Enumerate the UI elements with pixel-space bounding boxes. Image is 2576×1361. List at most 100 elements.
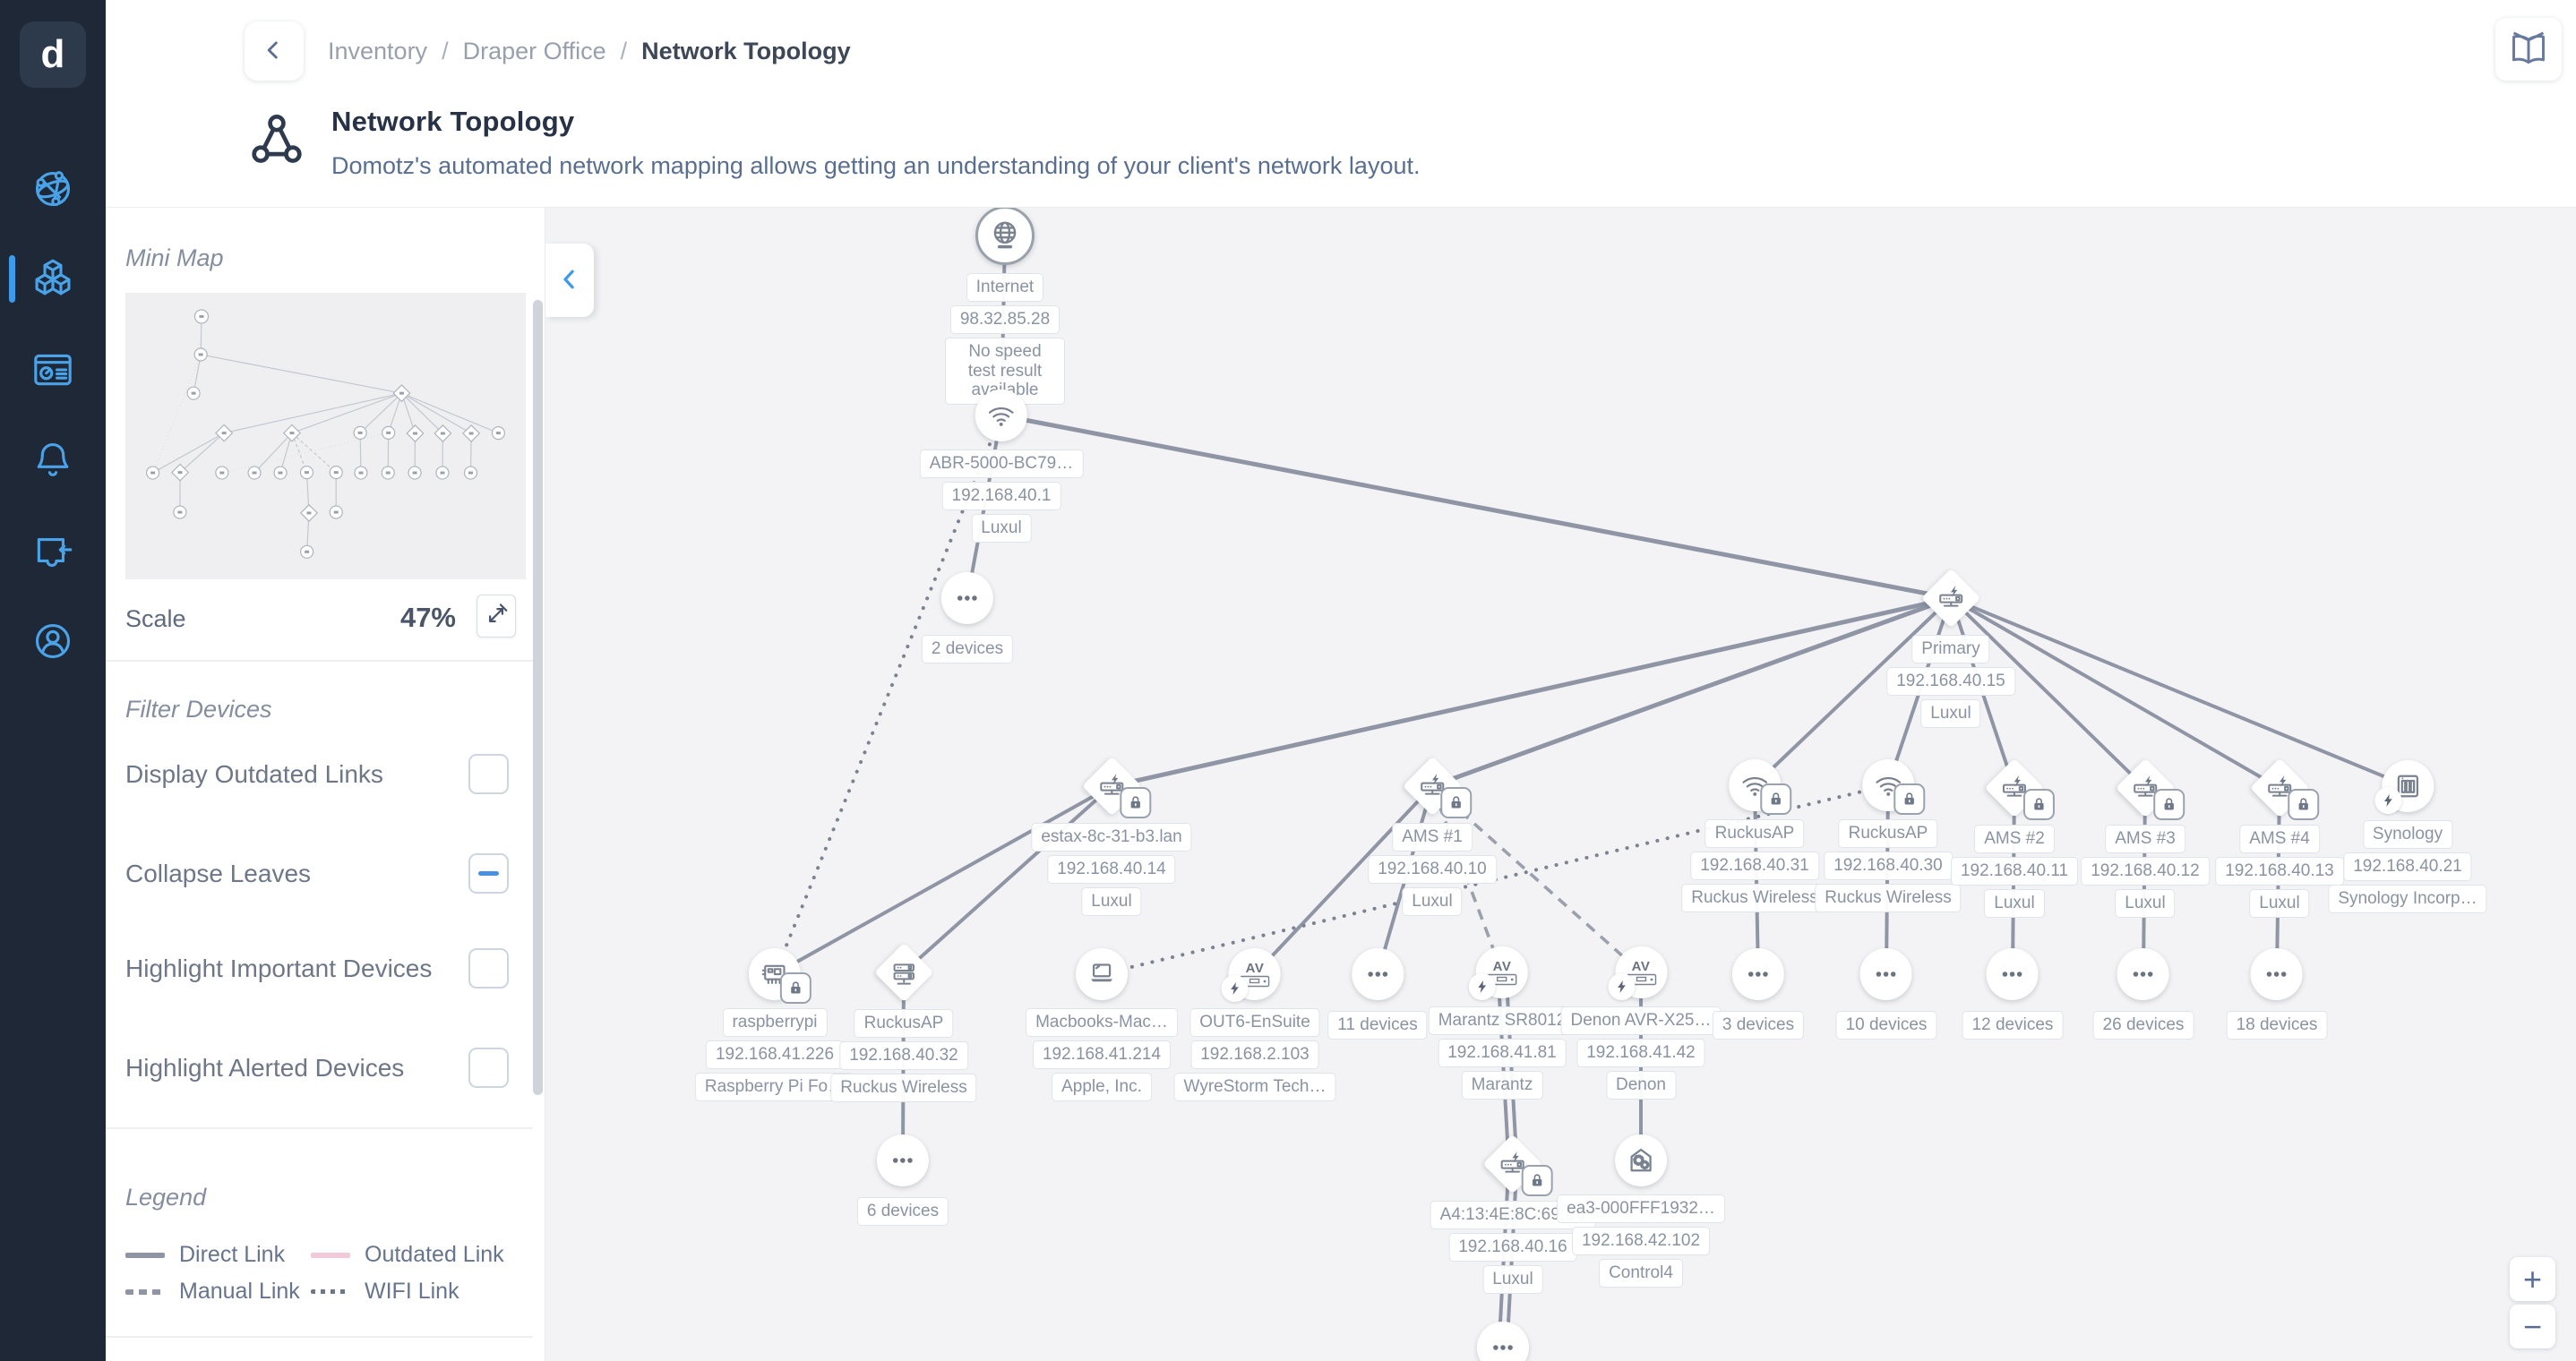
circle-node-shape [2374,760,2434,814]
device-node-dev12[interactable]: 12 devices [1962,948,2114,1040]
node-label: 12 devices [1962,1011,2064,1040]
node-label: 2 devices [921,635,1014,663]
device-node-dev2[interactable]: 2 devices [921,572,1059,663]
zoom-out-button[interactable]: − [2510,1305,2555,1348]
node-label: Luxul [2115,888,2176,918]
node-label: ea3-000FFF1932… [1557,1194,1725,1223]
sidebar-item-alerts[interactable] [0,415,106,505]
device-node-dev3[interactable]: 3 devices [1712,948,1850,1040]
breadcrumb-item[interactable]: Draper Office [462,38,606,64]
content-area: Mini Map Scale 47% Filter Devices Displa… [106,208,2576,1361]
circle-node-shape: AV [1468,946,1528,1000]
node-label: 192.168.40.32 [839,1040,968,1070]
node-label: AMS #1 [1392,823,1473,852]
domotz-logo[interactable]: d [20,21,86,88]
fit-to-screen-button[interactable] [477,595,516,638]
node-label: 192.168.41.42 [1576,1038,1705,1067]
node-label: Denon AVR-X25… [1560,1006,1722,1035]
back-button[interactable] [245,21,304,81]
panel-scrollbar[interactable] [533,300,543,1095]
circle-node-shape [1987,948,2039,1000]
sidebar-item-account[interactable] [0,595,106,686]
node-label: Internet [966,273,1044,302]
checkbox-collapse-leaves[interactable] [468,853,509,894]
node-label: 192.168.40.16 [1448,1232,1577,1262]
divider [106,1336,533,1338]
diamond-node-shape [1482,1134,1553,1196]
breadcrumb-item[interactable]: Inventory [328,38,428,64]
topology-links [773,235,2409,1348]
sidebar-item-network[interactable] [0,143,106,234]
circle-node-shape [2251,948,2303,1000]
node-label: 192.168.40.31 [1690,851,1819,880]
knowledge-base-button[interactable] [2495,18,2562,81]
checkbox-display-outdated-links[interactable] [468,754,509,794]
node-label: Luxul [1081,886,1142,916]
legend-item: Direct Link [125,1242,285,1268]
device-node-dev10[interactable]: 10 devices [1835,948,1988,1040]
stack-icon [889,958,918,987]
switch-icon [2131,774,2160,802]
node-label: Luxul [1402,886,1463,916]
device-node-dotsb[interactable] [1477,1322,1555,1361]
node-label: 6 devices [856,1197,949,1226]
node-label: Luxul [1984,888,2045,918]
checkbox-highlight-important-devices[interactable] [468,948,509,989]
cubes-icon [30,257,75,302]
node-label: Synology Incorp… [2328,884,2487,913]
device-node-dev26[interactable]: 26 devices [2092,948,2245,1040]
dots-icon [2130,961,2157,988]
switch-icon [1936,584,1965,612]
device-node-dev11[interactable]: 11 devices [1327,948,1477,1040]
filter-row: Highlight Important Devices [106,948,533,989]
device-node-dev18[interactable]: 18 devices [2226,948,2378,1040]
breadcrumb-separator: / [442,38,449,64]
dots-icon [1999,961,2026,988]
breadcrumb-item: Network Topology [641,38,851,64]
minimap[interactable] [125,293,526,579]
node-label: Denon [1605,1070,1676,1100]
switch-icon [2000,774,2029,802]
sidebar-item-integrations[interactable] [0,505,106,595]
node-label: Ruckus Wireless [1815,883,1962,912]
node-label: 192.168.40.11 [1950,856,2079,886]
bell-icon [30,438,75,483]
resize-arrows-icon [483,602,510,631]
sidebar-item-reports[interactable] [0,324,106,415]
node-label: 11 devices [1327,1011,1428,1040]
node-label: 192.168.40.14 [1047,854,1176,884]
circle-node-shape [1075,948,1128,1000]
zoom-in-button[interactable]: + [2510,1257,2555,1301]
sidebar-item-inventory[interactable] [0,234,106,324]
collapse-panel-button[interactable] [545,244,594,317]
checkbox-highlight-alerted-devices[interactable] [468,1048,509,1088]
device-node-dev6[interactable]: 6 devices [856,1134,994,1226]
filter-label: Highlight Alerted Devices [125,1054,405,1082]
book-icon [2509,29,2548,71]
diamond-node-shape [1984,758,2055,820]
node-label: A4:13:4E:8C:69:B6 [1430,1201,1596,1229]
circle-node-shape [749,948,811,1004]
legend-swatch-wifi-link [311,1289,350,1294]
